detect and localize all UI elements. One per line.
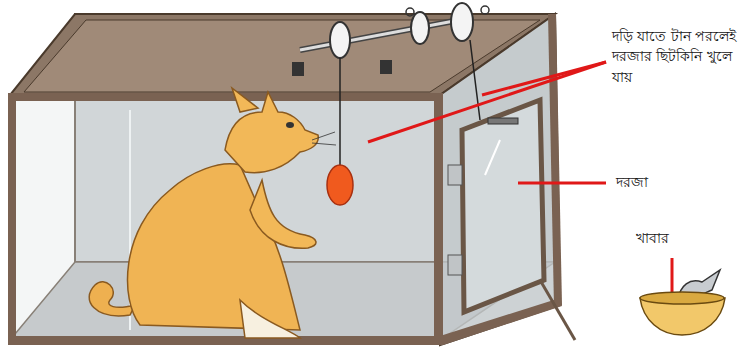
door-label: দরজা [616, 172, 736, 192]
string-note: দড়ি যাতে টান পরলেই দরজার ছিটকিনি খুলে য… [612, 26, 740, 87]
food-label: খাবার [636, 228, 736, 248]
cat [89, 88, 336, 338]
